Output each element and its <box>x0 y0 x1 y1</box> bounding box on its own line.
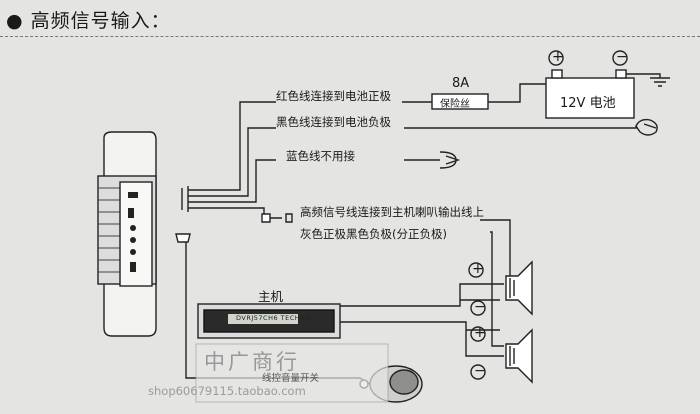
hf-wire-end <box>261 213 271 223</box>
label-red-wire: 红色线连接到电池正极 <box>276 89 391 103</box>
head-unit-spk-lower <box>338 321 504 357</box>
hf-wire-extension <box>270 213 293 223</box>
label-head-unit: 主机 <box>258 289 284 304</box>
panel-knobs <box>128 192 138 272</box>
battery-plus-sign: + <box>552 49 564 65</box>
gray-wire <box>490 231 504 347</box>
watermark-brand: 中广商行 <box>204 350 300 374</box>
speaker-1 <box>505 260 533 316</box>
battery-minus-sign: − <box>616 49 628 65</box>
label-wire-remote: 线控音量开关 <box>262 373 320 384</box>
radio-faceplate-text: DVRJ57CH6 TECHNO <box>236 314 312 322</box>
speaker-2 <box>505 328 533 384</box>
label-blue-wire: 蓝色线不用接 <box>286 149 355 163</box>
radio-display <box>228 314 298 324</box>
label-fuse: 保险丝 <box>440 99 470 110</box>
speaker-1-cone <box>509 278 515 298</box>
polarity-sign-1: + <box>472 261 484 277</box>
battery-minus-terminal <box>615 69 627 79</box>
blue-fork-tip <box>445 155 461 165</box>
watermark-url: shop60679115.taobao.com <box>148 384 306 398</box>
blue-fork-terminal <box>404 151 457 169</box>
label-black-wire: 黑色线连接到电池负极 <box>276 115 391 129</box>
polarity-mark-3 <box>470 326 486 342</box>
harness-connector <box>181 186 189 212</box>
battery-plus-mark <box>548 50 564 66</box>
polarity-sign-4: − <box>474 363 486 379</box>
black-wire <box>188 127 276 197</box>
black-to-ground <box>404 126 637 129</box>
red-wire <box>188 101 276 191</box>
ground-symbol <box>650 77 670 87</box>
speaker-2-cone <box>509 346 515 366</box>
polarity-sign-2: − <box>474 299 486 315</box>
remote-plug <box>175 233 191 243</box>
remote-knob-cap <box>389 369 419 395</box>
battery-body <box>545 77 635 119</box>
label-fuse-rating: 8A <box>452 76 470 91</box>
polarity-mark-2 <box>470 300 486 316</box>
heatsink-fins <box>98 187 120 273</box>
hf-wire <box>188 207 265 214</box>
watermark-box <box>195 343 389 403</box>
label-battery: 12V 电池 <box>560 96 616 111</box>
battery-minus-mark <box>612 50 628 66</box>
black-fork-terminal <box>635 118 658 136</box>
polarity-mark-1 <box>468 262 484 278</box>
section-heading: ● 高频信号输入： <box>6 10 171 32</box>
label-gray-wire: 灰色正极黑色负极(分正负极) <box>300 227 447 241</box>
blue-wire <box>188 159 276 203</box>
head-unit-spk-upper <box>338 283 504 307</box>
ground-wire <box>626 73 661 78</box>
battery-plus-terminal <box>551 69 563 79</box>
heading-divider <box>0 36 700 37</box>
label-hf-signal: 高频信号线连接到主机喇叭输出线上 <box>300 205 484 219</box>
polarity-mark-4 <box>470 364 486 380</box>
polarity-sign-3: + <box>474 325 486 341</box>
hf-signal-wire <box>480 219 511 290</box>
